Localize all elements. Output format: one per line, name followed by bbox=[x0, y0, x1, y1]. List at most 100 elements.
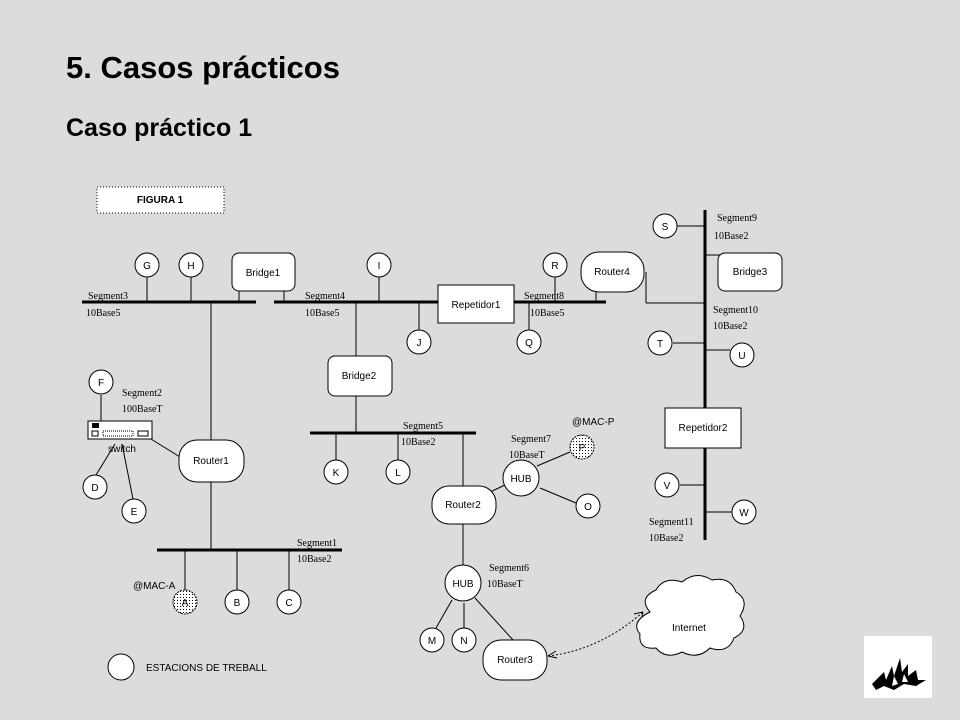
svg-text:HUB: HUB bbox=[452, 579, 473, 590]
svg-text:L: L bbox=[395, 468, 401, 479]
segment-labels: Segment3 10Base5 Segment4 10Base5 Segmen… bbox=[86, 213, 758, 590]
station-u: U bbox=[729, 342, 755, 368]
station-o: O bbox=[575, 493, 601, 519]
svg-text:B: B bbox=[234, 598, 241, 609]
station-c: C bbox=[276, 589, 302, 615]
legend-station-icon bbox=[107, 653, 135, 681]
segment2-type: 100BaseT bbox=[122, 404, 163, 415]
logo-icon bbox=[872, 658, 926, 690]
svg-text:K: K bbox=[333, 468, 340, 479]
segment3-name: Segment3 bbox=[88, 291, 128, 302]
switch-label: switch bbox=[108, 444, 136, 455]
page-title: 5. Casos prácticos bbox=[66, 50, 340, 85]
page-subtitle: Caso práctico 1 bbox=[66, 114, 253, 142]
svg-text:Router1: Router1 bbox=[193, 456, 229, 467]
svg-text:J: J bbox=[417, 338, 422, 349]
mac-a-label: @MAC-A bbox=[133, 581, 176, 592]
svg-text:S: S bbox=[662, 222, 669, 233]
svg-text:O: O bbox=[584, 502, 592, 513]
svg-text:P: P bbox=[579, 443, 586, 454]
router4: Router4 bbox=[580, 251, 645, 293]
station-d: D bbox=[82, 474, 108, 500]
svg-text:G: G bbox=[143, 261, 151, 272]
station-g: G bbox=[134, 252, 160, 278]
router2: Router2 bbox=[431, 485, 497, 525]
svg-text:C: C bbox=[285, 598, 292, 609]
segment7-type: 10BaseT bbox=[509, 450, 545, 461]
segment6-name: Segment6 bbox=[489, 563, 529, 574]
station-m: M bbox=[419, 627, 445, 653]
legend-label: ESTACIONS DE TREBALL bbox=[146, 663, 267, 674]
segment2-name: Segment2 bbox=[122, 388, 162, 399]
station-r: R bbox=[542, 252, 568, 278]
station-h: H bbox=[178, 252, 204, 278]
station-k: K bbox=[323, 459, 349, 485]
station-q: Q bbox=[516, 329, 542, 355]
svg-text:I: I bbox=[378, 261, 381, 272]
mac-p-label: @MAC-P bbox=[572, 417, 615, 428]
stations: G H I R S J Q T U F D E K L P O V W A B … bbox=[82, 213, 757, 653]
segment11-name: Segment11 bbox=[649, 517, 694, 528]
station-t: T bbox=[647, 330, 673, 356]
station-i: I bbox=[366, 252, 392, 278]
hub-segment7: HUB bbox=[502, 459, 540, 497]
svg-text:Bridge1: Bridge1 bbox=[246, 268, 281, 279]
svg-text:N: N bbox=[460, 636, 467, 647]
station-f: F bbox=[88, 369, 114, 395]
station-n: N bbox=[451, 627, 477, 653]
figure-label: FIGURA 1 bbox=[137, 195, 184, 206]
svg-text:Q: Q bbox=[525, 338, 533, 349]
segment5-name: Segment5 bbox=[403, 421, 443, 432]
router1: Router1 bbox=[178, 439, 245, 483]
bridge3: Bridge3 bbox=[717, 252, 783, 292]
segment10-type: 10Base2 bbox=[713, 321, 747, 332]
segment1-type: 10Base2 bbox=[297, 554, 331, 565]
station-l: L bbox=[385, 459, 411, 485]
hub-segment6: HUB bbox=[444, 564, 482, 602]
segment11-type: 10Base2 bbox=[649, 533, 683, 544]
svg-text:Bridge2: Bridge2 bbox=[342, 371, 377, 382]
internet-cloud: Internet bbox=[636, 575, 745, 656]
station-a: A bbox=[172, 589, 198, 615]
svg-text:T: T bbox=[657, 339, 663, 350]
segment9-type: 10Base2 bbox=[714, 231, 748, 242]
svg-text:Repetidor1: Repetidor1 bbox=[452, 300, 501, 311]
svg-text:U: U bbox=[738, 351, 745, 362]
router3: Router3 bbox=[482, 639, 548, 681]
bridge2: Bridge2 bbox=[327, 355, 393, 397]
svg-text:H: H bbox=[187, 261, 194, 272]
figure-label-box: FIGURA 1 bbox=[96, 186, 225, 214]
segment10-name: Segment10 bbox=[713, 305, 758, 316]
bridge1: Bridge1 bbox=[231, 252, 296, 292]
station-w: W bbox=[731, 499, 757, 525]
svg-text:Repetidor2: Repetidor2 bbox=[679, 423, 728, 434]
station-e: E bbox=[121, 498, 147, 524]
svg-text:D: D bbox=[91, 483, 98, 494]
switch: switch bbox=[87, 420, 153, 455]
svg-text:R: R bbox=[551, 261, 558, 272]
repetidor1: Repetidor1 bbox=[437, 284, 515, 324]
station-v: V bbox=[654, 472, 680, 498]
segment4-name: Segment4 bbox=[305, 291, 345, 302]
legend: ESTACIONS DE TREBALL bbox=[107, 653, 267, 681]
svg-text:W: W bbox=[739, 508, 749, 519]
svg-text:Internet: Internet bbox=[672, 623, 706, 634]
segment9-name: Segment9 bbox=[717, 213, 757, 224]
svg-text:Bridge3: Bridge3 bbox=[733, 267, 768, 278]
logo bbox=[864, 636, 932, 698]
svg-text:Router4: Router4 bbox=[594, 267, 630, 278]
segment1-name: Segment1 bbox=[297, 538, 337, 549]
internet-link bbox=[547, 611, 644, 659]
segment5-type: 10Base2 bbox=[401, 437, 435, 448]
segment8-type: 10Base5 bbox=[530, 308, 564, 319]
station-p: P bbox=[569, 434, 595, 460]
svg-text:M: M bbox=[428, 636, 436, 647]
station-j: J bbox=[406, 329, 432, 355]
svg-text:HUB: HUB bbox=[510, 474, 531, 485]
station-b: B bbox=[224, 589, 250, 615]
svg-text:Router2: Router2 bbox=[445, 500, 481, 511]
segment4-type: 10Base5 bbox=[305, 308, 339, 319]
svg-text:V: V bbox=[664, 481, 671, 492]
station-s: S bbox=[652, 213, 678, 239]
